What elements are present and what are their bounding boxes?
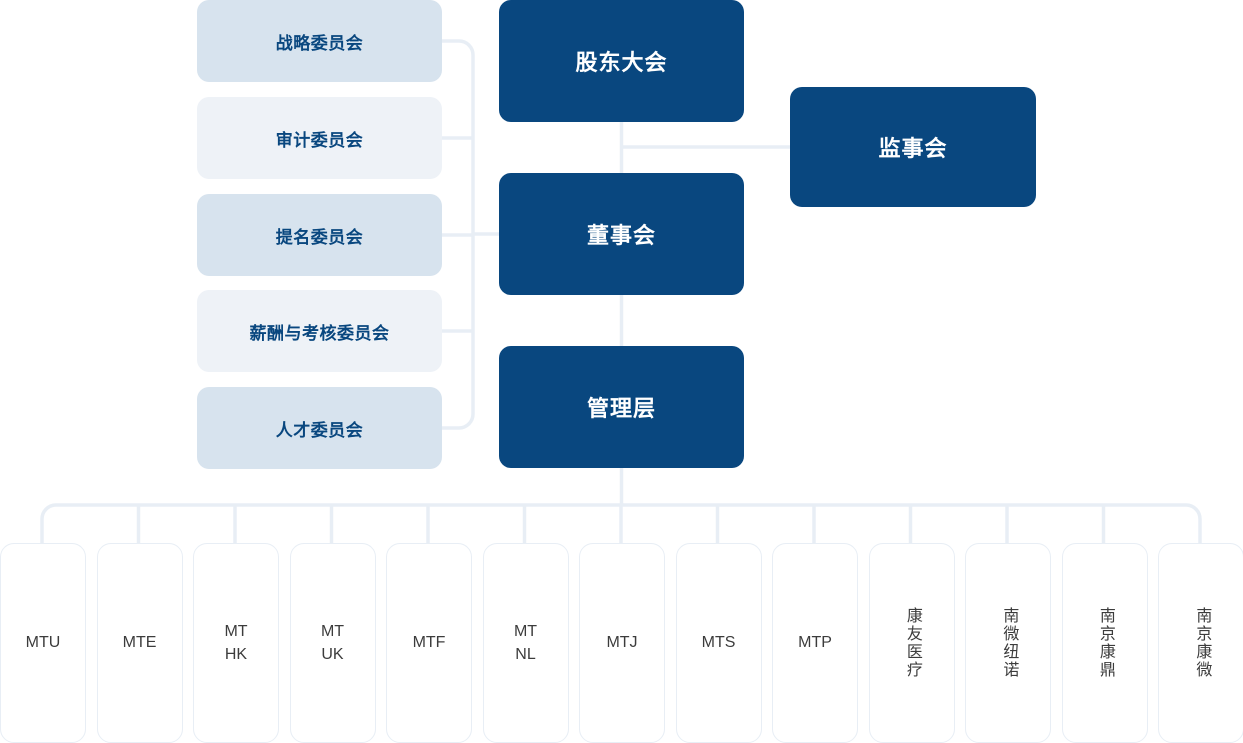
node-subsidiary-7[interactable]: MTJ	[579, 543, 665, 743]
node-subsidiary-2[interactable]: MTE	[96, 543, 183, 743]
node-board-of-supervisors[interactable]: 监事会	[790, 87, 1036, 207]
node-subsidiary-label: MT NL	[513, 622, 538, 663]
node-subsidiary-13[interactable]: 南京康微	[1158, 543, 1243, 743]
node-subsidiary-10[interactable]: 康友医疗	[868, 543, 955, 743]
node-subsidiary-label: 南微纽诺	[1000, 607, 1018, 679]
node-subsidiary-9[interactable]: MTP	[772, 543, 858, 743]
node-committee-3[interactable]: 提名委员会	[197, 194, 442, 276]
node-subsidiary-label: MTP	[798, 634, 832, 652]
subsidiary-bus	[40, 503, 1202, 543]
node-subsidiary-3[interactable]: MT HK	[193, 543, 279, 743]
node-subsidiary-label: 康友医疗	[903, 607, 921, 679]
node-committee-label: 战略委员会	[275, 33, 364, 53]
node-subsidiary-label: MT HK	[224, 622, 248, 663]
node-subsidiary-8[interactable]: MTS	[675, 543, 762, 743]
node-subsidiary-label: MTJ	[606, 634, 638, 652]
node-subsidiary-label: MTU	[25, 634, 61, 652]
node-subsidiary-label: 南京康微	[1193, 607, 1211, 679]
node-management-label: 管理层	[586, 396, 656, 421]
node-committee-2[interactable]: 审计委员会	[197, 97, 442, 179]
node-committee-label: 提名委员会	[275, 227, 364, 247]
node-committee-5[interactable]: 人才委员会	[197, 387, 442, 469]
node-committee-4[interactable]: 薪酬与考核委员会	[197, 290, 442, 372]
node-subsidiary-label: MTF	[412, 634, 446, 652]
node-subsidiary-6[interactable]: MT NL	[482, 543, 569, 743]
committee-bus	[442, 39, 475, 430]
node-committee-label: 人才委员会	[275, 420, 364, 440]
node-subsidiary-label: 南京康鼎	[1096, 607, 1114, 679]
node-subsidiary-label: MTE	[122, 634, 157, 652]
node-management[interactable]: 管理层	[499, 346, 744, 468]
node-subsidiary-label: MT UK	[320, 622, 345, 663]
node-committee-1[interactable]: 战略委员会	[197, 0, 442, 82]
node-subsidiary-11[interactable]: 南微纽诺	[965, 543, 1051, 743]
node-subsidiary-5[interactable]: MTF	[386, 543, 472, 743]
node-committee-label: 审计委员会	[275, 130, 364, 150]
node-subsidiary-12[interactable]: 南京康鼎	[1061, 543, 1148, 743]
node-shareholders-meeting[interactable]: 股东大会	[499, 0, 744, 122]
node-subsidiary-1[interactable]: MTU	[0, 543, 86, 743]
node-subsidiary-4[interactable]: MT UK	[289, 543, 376, 743]
node-supervisors-label: 监事会	[878, 136, 948, 161]
node-board-of-directors[interactable]: 董事会	[499, 173, 744, 295]
node-committee-label: 薪酬与考核委员会	[249, 323, 390, 343]
node-subsidiary-label: MTS	[701, 634, 736, 652]
node-board-label: 董事会	[586, 223, 656, 248]
node-shareholders-label: 股东大会	[575, 50, 668, 75]
